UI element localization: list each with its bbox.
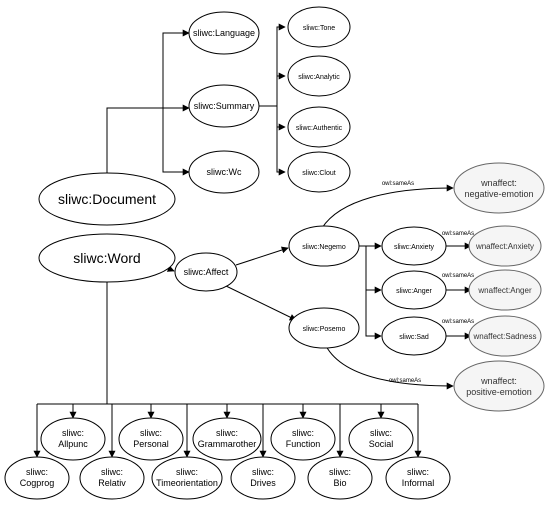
node-wn-anxiety-label: wnaffect:Anxiety <box>475 242 534 251</box>
node-timeorientation-label-2: Timeorientation <box>156 478 218 488</box>
node-sad[interactable]: sliwc:Sad <box>381 316 447 356</box>
edge-label-same-anxiety: owl:sameAs <box>442 231 474 237</box>
node-relativ[interactable]: sliwc: Relativ <box>79 456 145 500</box>
node-anxiety[interactable]: sliwc:Anxiety <box>381 226 447 266</box>
node-sad-label: sliwc:Sad <box>399 334 429 341</box>
node-clout[interactable]: sliwc:Clout <box>287 151 351 193</box>
edge-label-same-sad: owl:sameAs <box>442 319 474 325</box>
node-wn-sadness-label: wnaffect:Sadness <box>472 332 536 341</box>
node-cogprog-label-1: sliwc: <box>26 467 48 477</box>
edge-label-same-anger: owl:sameAs <box>442 273 474 279</box>
node-allpunc[interactable]: sliwc: Allpunc <box>40 417 106 461</box>
node-relativ-label-2: Relativ <box>98 478 126 488</box>
node-wn-positive-emotion[interactable]: wnaffect: positive-emotion <box>453 360 545 412</box>
node-negemo[interactable]: sliwc:Negemo <box>288 225 360 267</box>
node-informal-label-2: Informal <box>402 478 435 488</box>
edge-negemo-anger <box>365 246 382 294</box>
node-drives-label-1: sliwc: <box>252 467 274 477</box>
node-personal-label-1: sliwc: <box>140 428 162 438</box>
node-language[interactable]: sliwc:Language <box>188 11 260 55</box>
node-function-label-1: sliwc: <box>292 428 314 438</box>
node-clout-label: sliwc:Clout <box>302 170 336 177</box>
node-document-label: sliwc:Document <box>58 191 156 207</box>
edge-summary-authentic <box>276 106 286 131</box>
node-wn-positive-label-1: wnaffect: <box>480 376 517 386</box>
node-anxiety-label: sliwc:Anxiety <box>394 244 435 251</box>
node-wn-negative-label-1: wnaffect: <box>480 178 517 188</box>
node-wc[interactable]: sliwc:Wc <box>188 150 260 194</box>
node-grammarother-label-1: sliwc: <box>216 428 238 438</box>
node-wc-label: sliwc:Wc <box>207 167 242 177</box>
node-grammarother-label-2: Grammarother <box>198 439 257 449</box>
node-grammarother[interactable]: sliwc: Grammarother <box>192 417 262 461</box>
node-wn-negative-label-2: negative-emotion <box>464 189 533 199</box>
edge-affect-negemo <box>235 246 289 266</box>
edge-summary-tone <box>259 23 286 107</box>
node-social[interactable]: sliwc: Social <box>348 417 414 461</box>
node-wn-anger-label: wnaffect:Anger <box>477 286 532 295</box>
node-cogprog[interactable]: sliwc: Cogprog <box>4 456 70 500</box>
node-anger[interactable]: sliwc:Anger <box>381 270 447 310</box>
node-summary-label: sliwc:Summary <box>194 101 255 111</box>
node-language-label: sliwc:Language <box>193 28 255 38</box>
node-posemo[interactable]: sliwc:Posemo <box>288 307 360 349</box>
node-tone[interactable]: sliwc:Tone <box>287 6 351 48</box>
edge-negemo-sad <box>365 290 382 340</box>
node-cogprog-label-2: Cogprog <box>20 478 55 488</box>
node-authentic[interactable]: sliwc:Authentic <box>287 106 351 148</box>
node-social-label-2: Social <box>369 439 394 449</box>
node-relativ-label-1: sliwc: <box>101 467 123 477</box>
node-document[interactable]: sliwc:Document <box>38 172 176 226</box>
edge-affect-posemo <box>223 284 297 321</box>
node-allpunc-label-2: Allpunc <box>58 439 88 449</box>
node-bio-label-1: sliwc: <box>329 467 351 477</box>
edge-document-wc <box>162 108 190 176</box>
node-anger-label: sliwc:Anger <box>396 288 432 295</box>
node-informal-label-1: sliwc: <box>407 467 429 477</box>
node-personal[interactable]: sliwc: Personal <box>118 417 184 461</box>
node-wn-sadness[interactable]: wnaffect:Sadness <box>468 315 542 357</box>
node-affect-label: sliwc:Affect <box>184 267 229 277</box>
node-timeorientation[interactable]: sliwc: Timeorientation <box>151 456 223 500</box>
node-function-label-2: Function <box>286 439 321 449</box>
node-drives[interactable]: sliwc: Drives <box>230 456 296 500</box>
node-wn-negative-emotion[interactable]: wnaffect: negative-emotion <box>453 162 545 214</box>
edge-posemo-wn-positive <box>325 345 454 390</box>
node-word-label: sliwc:Word <box>73 250 140 266</box>
node-wn-anxiety[interactable]: wnaffect:Anxiety <box>468 225 542 267</box>
node-negemo-label: sliwc:Negemo <box>302 244 346 251</box>
node-tone-label: sliwc:Tone <box>303 25 335 32</box>
node-wn-anger[interactable]: wnaffect:Anger <box>468 269 542 311</box>
node-drives-label-2: Drives <box>250 478 276 488</box>
edge-label-same-pos: owl:sameAs <box>389 378 421 384</box>
node-personal-label-2: Personal <box>133 439 169 449</box>
node-affect[interactable]: sliwc:Affect <box>174 252 238 292</box>
node-bio[interactable]: sliwc: Bio <box>307 456 373 500</box>
node-word[interactable]: sliwc:Word <box>38 233 176 283</box>
node-function[interactable]: sliwc: Function <box>270 417 336 461</box>
edge-summary-clout <box>276 127 286 176</box>
node-informal[interactable]: sliwc: Informal <box>385 456 451 500</box>
node-wn-positive-label-2: positive-emotion <box>466 387 532 397</box>
edge-label-same-neg: owl:sameAs <box>382 181 414 187</box>
node-analytic[interactable]: sliwc:Analytic <box>287 55 351 97</box>
edge-document-language <box>106 29 190 180</box>
node-social-label-1: sliwc: <box>370 428 392 438</box>
node-posemo-label: sliwc:Posemo <box>303 326 346 333</box>
node-summary[interactable]: sliwc:Summary <box>188 84 260 128</box>
node-authentic-label: sliwc:Authentic <box>296 125 343 132</box>
node-timeorientation-label-1: sliwc: <box>176 467 198 477</box>
node-analytic-label: sliwc:Analytic <box>298 74 340 81</box>
node-allpunc-label-1: sliwc: <box>62 428 84 438</box>
edge-negemo-wn-negative <box>321 184 454 229</box>
node-bio-label-2: Bio <box>333 478 346 488</box>
